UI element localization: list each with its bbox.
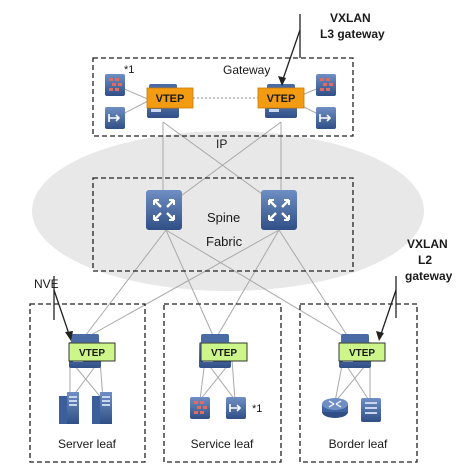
load-balancer-icon	[104, 106, 126, 130]
spine-label: Spine	[207, 210, 240, 225]
vtep-label: VTEP	[156, 93, 185, 105]
nve-label: NVE	[34, 277, 59, 291]
vxlan-l2-label-line2: L2	[418, 253, 432, 267]
server-leaf-box	[29, 303, 146, 463]
gateway-label: Gateway	[223, 63, 270, 77]
server-icon	[92, 392, 112, 424]
vxlan-l2-label-line1: VXLAN	[407, 237, 448, 251]
gateway-box	[92, 57, 354, 137]
group-boxes	[29, 57, 418, 463]
border-leaf-label: Border leaf	[329, 437, 388, 451]
fabric-box	[92, 177, 354, 272]
vtep-border-leaf	[338, 342, 386, 362]
firewall-icon	[316, 74, 336, 96]
border-leaf-box	[299, 303, 418, 463]
fabric-area	[32, 131, 424, 291]
vtep-label: VTEP	[267, 93, 296, 105]
core-switch-icon	[144, 188, 184, 232]
vtep-label: VTEP	[79, 348, 105, 359]
router-icon	[322, 398, 348, 418]
firewall-icon	[105, 74, 125, 96]
vtep-server-leaf	[68, 342, 116, 362]
arrow-heads	[65, 76, 384, 341]
firewall-icon	[190, 397, 210, 419]
service-leaf-box	[163, 303, 282, 463]
vtep-gateway-left	[146, 87, 194, 109]
footnote-mark: *1	[124, 64, 134, 76]
fabric-label: Fabric	[206, 234, 243, 249]
vxlan-l2-label-line3: gateway	[405, 269, 453, 283]
core-switch-icon	[259, 188, 299, 232]
vtep-label: VTEP	[349, 348, 375, 359]
vxlan-l3-label-line1: VXLAN	[330, 11, 371, 25]
service-leaf-label: Service leaf	[191, 437, 254, 451]
vxlan-l3-label-line2: L3 gateway	[320, 27, 385, 41]
vtep-service-leaf	[200, 342, 248, 362]
server-leaf-label: Server leaf	[58, 437, 117, 451]
ip-label: IP	[216, 137, 227, 151]
load-balancer-icon	[315, 106, 337, 130]
server-icon	[361, 398, 381, 422]
load-balancer-icon	[225, 396, 247, 420]
footnote-mark: *1	[252, 403, 262, 415]
vtep-gateway-right	[257, 87, 305, 109]
server-icon	[59, 392, 79, 424]
pointer-arrows	[53, 14, 397, 338]
vtep-label: VTEP	[211, 348, 237, 359]
